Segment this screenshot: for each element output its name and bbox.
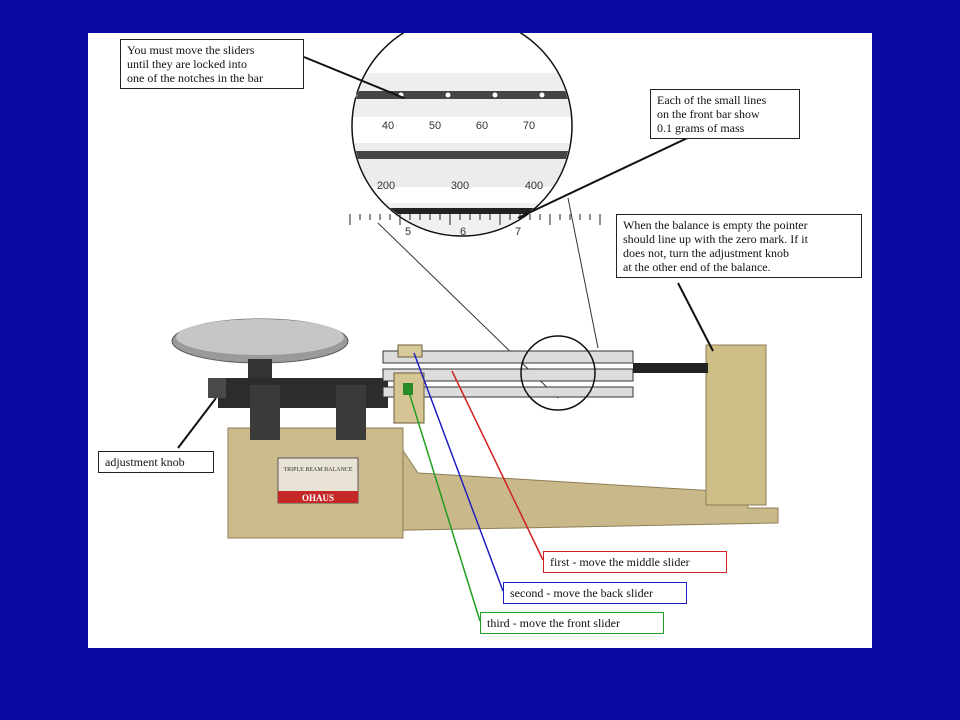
pointer-tower	[705, 344, 767, 506]
front-tick-label: 6	[460, 226, 466, 238]
mag-middle-rail	[353, 151, 571, 159]
sliders-note-line-3: one of the notches in the bar	[127, 71, 263, 85]
third-step-text: third - move the front slider	[487, 616, 620, 630]
back-beam	[382, 350, 634, 364]
first-step-box: first - move the middle slider	[543, 551, 727, 573]
small-lines-callout-line	[517, 132, 699, 219]
diagram-panel: TRIPLE BEAM BALANCE OHAUS	[88, 33, 872, 648]
device-label-band	[278, 491, 358, 503]
magnified-beams	[353, 73, 571, 235]
third-step-line	[407, 388, 481, 622]
second-step-box: second - move the back slider	[503, 582, 687, 604]
small-lines-note-box: Each of the small lines on the front bar…	[650, 89, 800, 139]
back-beam-notch	[492, 92, 498, 98]
middle-tick-label: 200	[377, 180, 395, 192]
sliders-note-line-1: You must move the sliders	[127, 43, 255, 57]
pointer-callout-line	[677, 282, 714, 352]
middle-beam	[382, 368, 634, 382]
middle-slider	[393, 372, 425, 424]
first-step-text: first - move the middle slider	[550, 555, 690, 569]
back-beam-notch	[586, 92, 592, 98]
back-slider	[397, 344, 423, 358]
right-post	[336, 385, 366, 440]
pointer-note-line-2: should line up with the zero mark. If it	[623, 232, 808, 246]
middle-tick-label: 300	[451, 180, 469, 192]
device-brand-text: OHAUS	[302, 493, 334, 503]
mag-back-rail	[353, 91, 571, 99]
adjustment-knob-label: adjustment knob	[98, 451, 214, 473]
small-lines-note-line-2: on the front bar show	[657, 107, 760, 121]
adjustment-knob-text: adjustment knob	[105, 455, 185, 469]
middle-tick-label: 400	[525, 180, 543, 192]
left-post	[250, 385, 280, 440]
back-tick-label: 50	[429, 120, 441, 132]
pointer-note-line-1: When the balance is empty the pointer	[623, 218, 808, 232]
back-tick-label: 60	[476, 120, 488, 132]
weighing-pan-top	[176, 319, 344, 355]
pan-stem	[248, 359, 272, 379]
adjustment-knob	[208, 378, 226, 398]
second-step-line	[413, 352, 504, 592]
mag-middle-beam	[353, 143, 571, 187]
sliders-note-line-2: until they are locked into	[127, 57, 247, 71]
mag-front-rail	[353, 208, 571, 214]
second-step-text: second - move the back slider	[510, 586, 653, 600]
third-step-box: third - move the front slider	[480, 612, 664, 634]
front-tick-label: 5	[405, 226, 411, 238]
magnifier-tick-labels: 40 50 60 70 200 300 400 5 6 7	[349, 92, 601, 238]
first-step-line	[451, 370, 544, 561]
small-lines-note-line-3: 0.1 grams of mass	[657, 121, 745, 135]
front-tick-label: 7	[515, 226, 521, 238]
back-beam-notch	[445, 92, 451, 98]
back-tick-label: 40	[382, 120, 394, 132]
sliders-callout-line	[303, 56, 405, 99]
device-name-text: TRIPLE BEAM BALANCE	[284, 467, 353, 473]
back-beam-notch	[351, 92, 357, 98]
pointer-note-box: When the balance is empty the pointer sh…	[616, 214, 862, 278]
back-beam-notch	[539, 92, 545, 98]
back-tick-label: 70	[523, 120, 535, 132]
pointer-note-line-4: at the other end of the balance.	[623, 260, 771, 274]
knob-callout-line	[177, 397, 217, 449]
pointer-note-line-3: does not, turn the adjustment knob	[623, 246, 789, 260]
front-beam	[382, 386, 634, 398]
sliders-note-box: You must move the sliders until they are…	[120, 39, 304, 89]
zoom-target-circle	[520, 335, 596, 411]
magnifier-connector-right	[567, 197, 599, 349]
balance-illustration: TRIPLE BEAM BALANCE OHAUS	[171, 33, 779, 622]
pointer-arm	[633, 363, 708, 373]
small-lines-note-line-1: Each of the small lines	[657, 93, 767, 107]
